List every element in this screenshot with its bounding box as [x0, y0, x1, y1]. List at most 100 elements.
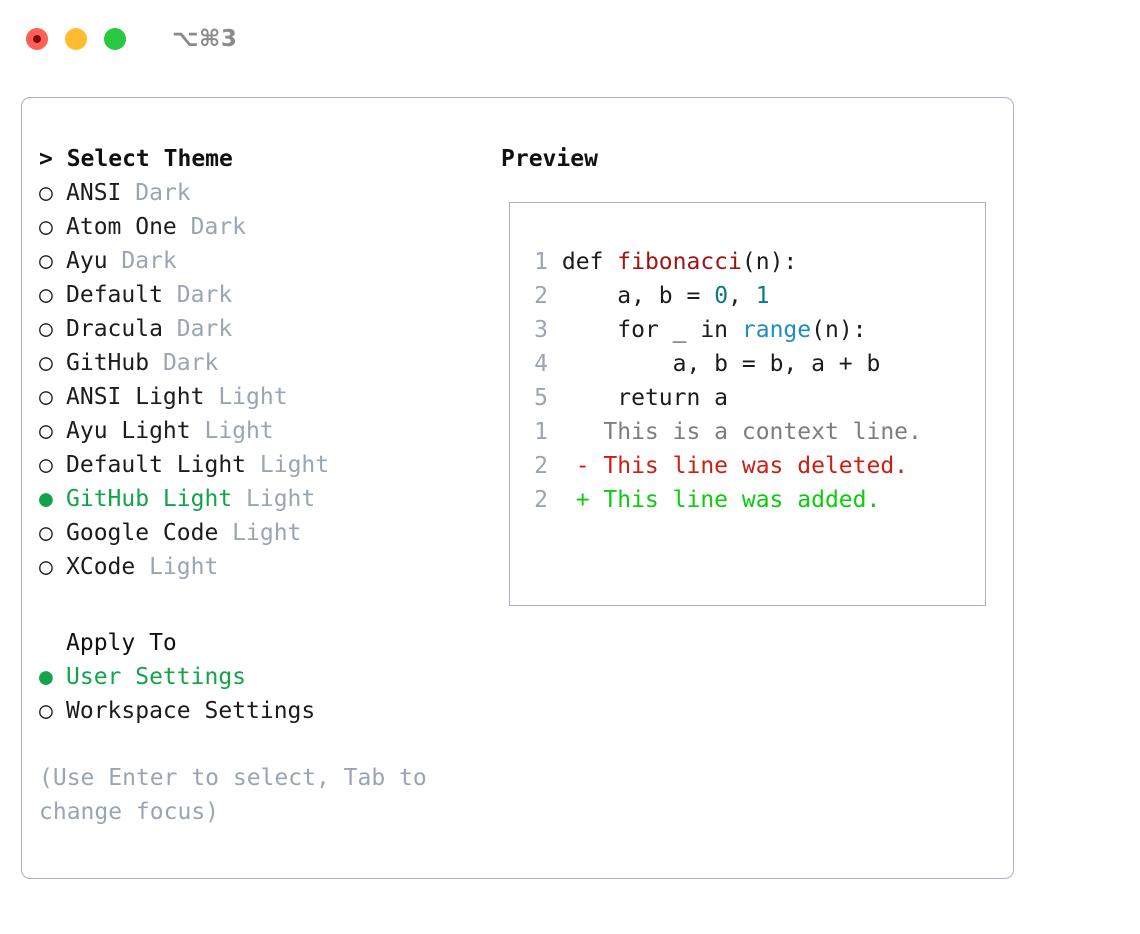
code-token-num: 0 [714, 283, 729, 309]
code-line: 1 def fibonacci(n): [524, 245, 979, 279]
theme-option-dracula[interactable]: ○ Dracula Dark [39, 312, 499, 346]
code-token-plain: for _ in [561, 317, 742, 343]
radio-unselected-icon: ○ [39, 214, 53, 240]
theme-variant-badge: Dark [176, 316, 233, 342]
theme-option-ayu[interactable]: ○ Ayu Dark [39, 244, 499, 278]
code-line: 2 a, b = 0, 1 [524, 279, 979, 313]
theme-option-default-light[interactable]: ○Default Light Light [39, 448, 499, 482]
diff-line-number: 2 [534, 487, 548, 513]
radio-unselected-icon: ○ [39, 316, 53, 342]
radio-unselected-icon: ○ [39, 384, 53, 410]
radio-unselected-icon: ○ [39, 452, 53, 478]
theme-option-ansi-light[interactable]: ○ ANSI Light Light [39, 380, 499, 414]
theme-option-label: Dracula [66, 316, 177, 342]
preview-column: Preview 1 def fibonacci(n):2 a, b = 0, 1… [501, 142, 1001, 606]
apply-to-option-user-settings[interactable]: ● User Settings [39, 660, 499, 694]
apply-to-list[interactable]: ● User Settings ○ Workspace Settings [39, 660, 499, 728]
radio-unselected-icon: ○ [39, 248, 53, 274]
diff-line-text: This is a context line. [548, 419, 922, 445]
code-token-plain: (n): [811, 317, 867, 343]
diff-line-context: 1 This is a context line. [524, 415, 979, 449]
theme-variant-badge: Dark [121, 248, 177, 274]
theme-variant-badge: Light [232, 520, 302, 546]
theme-option-label: GitHub [66, 350, 163, 376]
theme-option-google-code[interactable]: ○ Google Code Light [39, 516, 499, 550]
theme-option-label: Ayu Light [66, 418, 205, 444]
theme-option-github[interactable]: ○ GitHub Dark [39, 346, 499, 380]
theme-option-label: Google Code [66, 520, 233, 546]
theme-variant-badge: Dark [162, 350, 219, 376]
theme-option-ansi[interactable]: ○ANSI Dark [39, 176, 499, 210]
theme-option-atom-one[interactable]: ○ Atom One Dark [39, 210, 499, 244]
theme-variant-badge: Light [149, 554, 219, 580]
apply-to-option-label: Workspace Settings [66, 698, 316, 724]
theme-option-label: GitHub Light [66, 486, 247, 512]
theme-option-label: Ayu [66, 248, 122, 274]
main-panel: > Select Theme ○ANSI Dark○Atom One Dark○… [21, 97, 1014, 879]
apply-to-header: Apply To [66, 630, 177, 656]
radio-unselected-icon: ○ [39, 554, 53, 580]
theme-option-label: XCode [66, 554, 150, 580]
preview-title: Preview [501, 146, 598, 172]
theme-option-label: ANSI [66, 180, 136, 206]
code-token-num: 1 [755, 283, 770, 309]
theme-variant-badge: Dark [190, 214, 247, 240]
theme-option-ayu-light[interactable]: ○ Ayu Light Light [39, 414, 499, 448]
code-token-plain: def [561, 249, 618, 275]
maximize-button[interactable] [104, 28, 126, 50]
code-line-number: 3 [534, 317, 548, 343]
code-token-plain: a, b = b, a + b [561, 351, 881, 377]
diff-line-text: + This line was added. [548, 487, 881, 513]
code-token-plain: return a [561, 385, 729, 411]
close-button[interactable] [26, 28, 48, 50]
theme-variant-badge: Light [218, 384, 288, 410]
radio-selected-icon: ● [39, 664, 53, 690]
keyboard-hint-text: (Use Enter to select, Tab to change focu… [39, 765, 427, 825]
diff-line-number: 1 [534, 419, 548, 445]
theme-option-label: Default [66, 282, 177, 308]
theme-variant-badge: Light [246, 486, 316, 512]
theme-list[interactable]: ○ANSI Dark○Atom One Dark○Ayu Dark○Defaul… [39, 176, 499, 584]
apply-to-option-workspace-settings[interactable]: ○ Workspace Settings [39, 694, 499, 728]
theme-picker-column: > Select Theme ○ANSI Dark○Atom One Dark○… [39, 142, 499, 584]
code-token-builtin: range [741, 317, 812, 343]
keyboard-shortcut-label: ⌥⌘3 [172, 26, 238, 52]
theme-variant-badge: Light [204, 418, 274, 444]
radio-unselected-icon: ○ [39, 282, 53, 308]
diff-line-deleted: 2 - This line was deleted. [524, 449, 979, 483]
minimize-button[interactable] [65, 28, 87, 50]
apply-to-option-label: User Settings [66, 664, 247, 690]
radio-unselected-icon: ○ [39, 520, 53, 546]
code-gutter-space [548, 317, 562, 343]
code-line: 3 for _ in range(n): [524, 313, 979, 347]
theme-option-github-light[interactable]: ● GitHub Light Light [39, 482, 499, 516]
code-token-plain: , [728, 283, 756, 309]
code-line-number: 4 [534, 351, 548, 377]
diff-line-added: 2 + This line was added. [524, 483, 979, 517]
apply-to-section: Apply To ● User Settings ○ Workspace Settin… [39, 626, 499, 728]
code-token-plain: a, b = [561, 283, 715, 309]
code-line: 4 a, b = b, a + b [524, 347, 979, 381]
radio-unselected-icon: ○ [39, 418, 53, 444]
theme-option-default[interactable]: ○Default Dark [39, 278, 499, 312]
code-gutter-space [548, 351, 562, 377]
radio-unselected-icon: ○ [39, 698, 53, 724]
theme-option-xcode[interactable]: ○ XCode Light [39, 550, 499, 584]
code-line: 5 return a [524, 381, 979, 415]
select-theme-header: > Select Theme [39, 146, 233, 172]
code-gutter-space [548, 283, 562, 309]
code-gutter-space [548, 385, 562, 411]
theme-variant-badge: Dark [135, 180, 191, 206]
diff-line-number: 2 [534, 453, 548, 479]
code-line-number: 2 [534, 283, 548, 309]
theme-option-label: ANSI Light [66, 384, 219, 410]
theme-option-label: Atom One [66, 214, 191, 240]
radio-selected-icon: ● [39, 486, 53, 512]
code-token-plain: (n): [741, 249, 798, 275]
radio-unselected-icon: ○ [39, 350, 53, 376]
diff-sample: 1 This is a context line.2 - This line w… [524, 415, 979, 517]
theme-variant-badge: Light [259, 452, 330, 478]
